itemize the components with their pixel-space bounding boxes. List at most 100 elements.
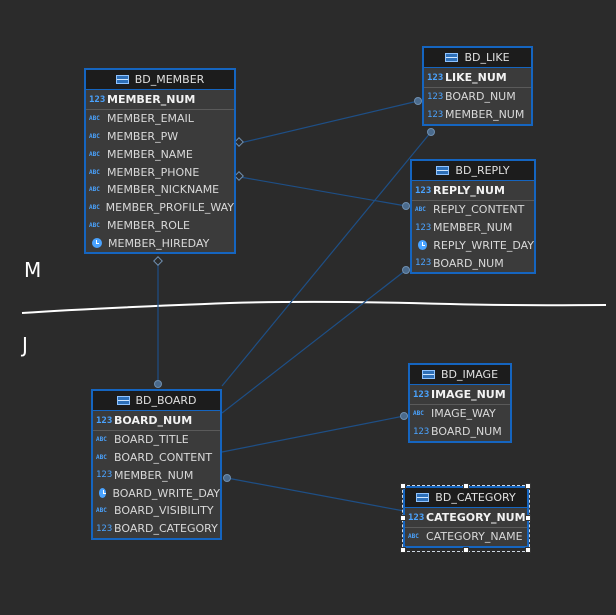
resize-handle[interactable] — [525, 547, 531, 553]
resize-handle[interactable] — [463, 483, 469, 489]
column-name: MEMBER_PHONE — [107, 165, 200, 179]
text-icon: ABC — [413, 410, 424, 418]
numeric-icon: 123 — [415, 258, 432, 269]
numeric-icon: 123 — [427, 91, 444, 102]
column-name: REPLY_WRITE_DAY — [433, 238, 534, 252]
column-name: MEMBER_EMAIL — [107, 112, 194, 126]
column-row[interactable]: ABC MEMBER_EMAIL — [86, 110, 234, 128]
numeric-icon: 123 — [413, 426, 430, 437]
column-name: MEMBER_NUM — [114, 468, 194, 482]
numeric-icon: 123 — [96, 415, 113, 426]
link-endpoint — [400, 412, 408, 420]
column-name: IMAGE_NUM — [431, 388, 506, 401]
column-row[interactable]: ABC MEMBER_PROFILE_WAY — [86, 199, 234, 217]
table-header[interactable]: BD_CATEGORY — [405, 488, 527, 508]
text-icon: ABC — [89, 115, 100, 123]
resize-handle[interactable] — [400, 483, 406, 489]
column-name: IMAGE_WAY — [431, 407, 496, 421]
table-header[interactable]: BD_IMAGE — [410, 365, 510, 385]
link-endpoint — [223, 474, 231, 482]
column-name: MEMBER_HIREDAY — [108, 236, 210, 250]
table-name: BD_IMAGE — [440, 368, 499, 381]
resize-handle[interactable] — [400, 515, 406, 521]
column-row[interactable]: ABC IMAGE_WAY — [410, 405, 510, 423]
hand-drawn-divider — [21, 300, 607, 314]
selection-frame — [402, 485, 530, 552]
text-icon: ABC — [89, 221, 100, 229]
column-name: MEMBER_PROFILE_WAY — [105, 201, 234, 215]
text-icon: ABC — [89, 150, 100, 158]
resize-handle[interactable] — [400, 547, 406, 553]
table-header[interactable]: BD_BOARD — [93, 391, 220, 411]
column-row[interactable]: REPLY_WRITE_DAY — [412, 237, 534, 255]
table-header[interactable]: BD_MEMBER — [86, 70, 234, 90]
numeric-icon: 123 — [96, 470, 113, 481]
text-icon: ABC — [89, 168, 100, 176]
column-row[interactable]: ABC REPLY_CONTENT — [412, 201, 534, 219]
column-name: BOARD_NUM — [433, 256, 504, 270]
table-header[interactable]: BD_LIKE — [424, 48, 531, 68]
column-name: BOARD_WRITE_DAY — [112, 486, 220, 500]
link-diamond — [153, 256, 163, 266]
table-icon — [116, 396, 130, 405]
column-name: BOARD_NUM — [431, 425, 502, 439]
annotation-lower: J — [22, 333, 28, 357]
column-name: REPLY_CONTENT — [433, 203, 525, 217]
text-icon: ABC — [415, 206, 426, 214]
column-row[interactable]: MEMBER_HIREDAY — [86, 234, 234, 252]
numeric-icon: 123 — [89, 94, 106, 105]
text-icon: ABC — [89, 204, 100, 212]
link-board-reply — [221, 269, 407, 414]
column-name: MEMBER_NUM — [107, 93, 196, 106]
resize-handle[interactable] — [525, 515, 531, 521]
link-diamond — [234, 137, 244, 147]
table-header[interactable]: BD_REPLY — [412, 161, 534, 181]
column-name: BOARD_CONTENT — [114, 451, 213, 465]
column-name: CATEGORY_NUM — [426, 511, 526, 524]
column-name: CATEGORY_NAME — [426, 530, 523, 544]
column-name: REPLY_NUM — [433, 184, 505, 197]
column-row[interactable]: BOARD_WRITE_DAY — [93, 484, 220, 502]
column-row[interactable]: ABC MEMBER_PHONE — [86, 163, 234, 181]
text-icon: ABC — [89, 186, 100, 194]
link-diamond — [234, 171, 244, 181]
numeric-icon: 123 — [415, 185, 432, 196]
column-name: LIKE_NUM — [445, 71, 507, 84]
numeric-icon: 123 — [427, 109, 444, 120]
table-icon — [436, 166, 450, 175]
column-name: MEMBER_NUM — [433, 221, 513, 235]
link-endpoint — [154, 380, 162, 388]
clock-icon — [418, 240, 428, 251]
resize-handle[interactable] — [525, 483, 531, 489]
resize-handle[interactable] — [463, 547, 469, 553]
link-board-category — [226, 477, 405, 512]
link-board-like — [221, 131, 432, 387]
